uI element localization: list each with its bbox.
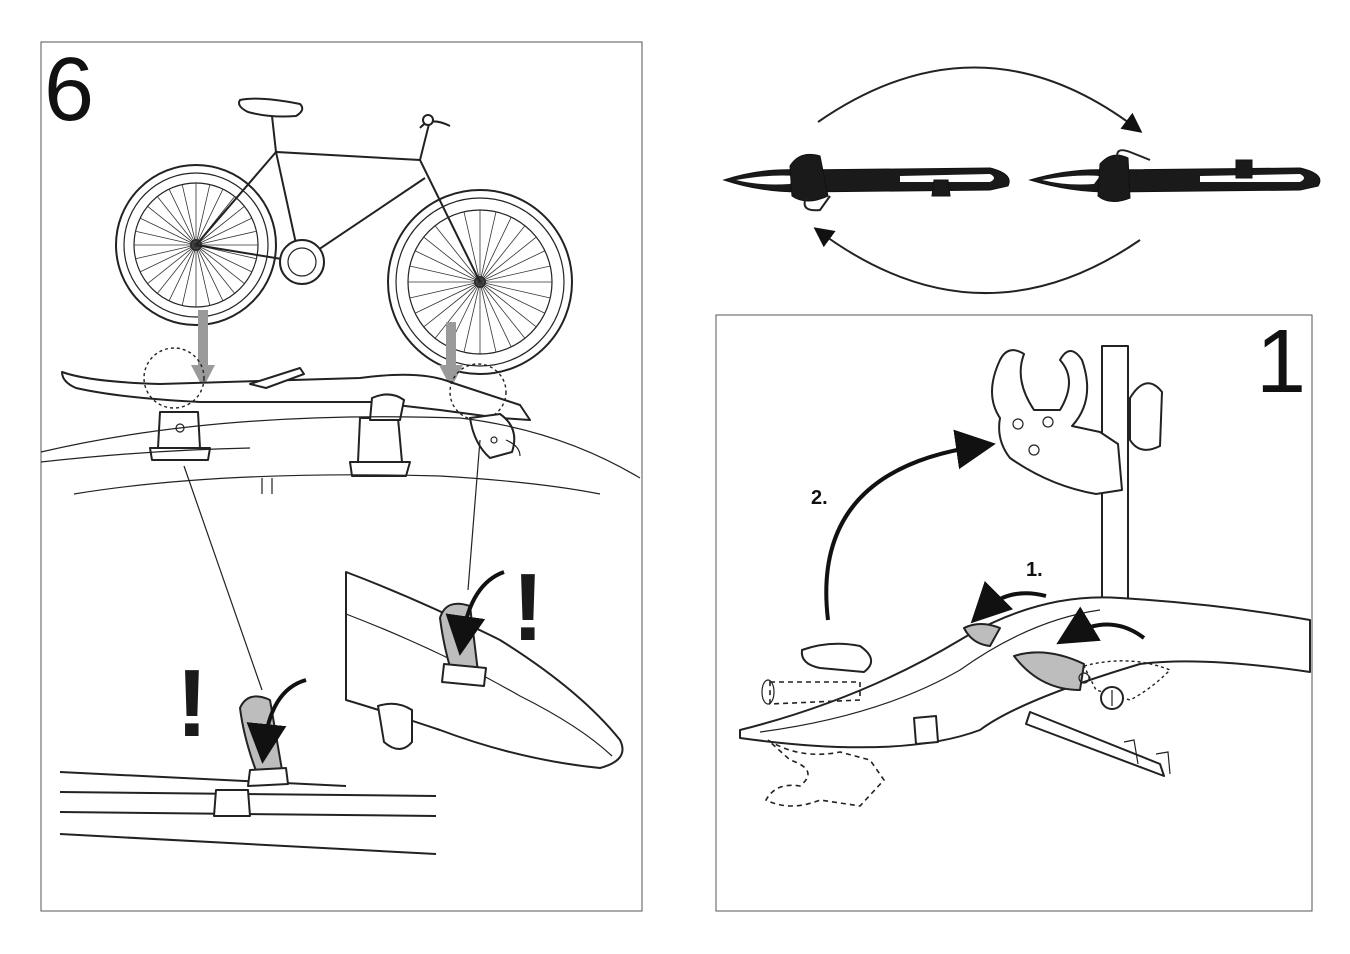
substep-2-label: 2. [811,487,828,509]
step-6-frame [41,42,642,911]
step-6-number: 6 [44,40,94,140]
carrier-silhouette-right [1030,150,1320,201]
warning-mark-front: ! [512,554,544,661]
rotate-arrow-top [818,67,1136,128]
rotate-carrier-diagram [724,67,1320,293]
rotate-arrow-bottom [820,232,1140,293]
step-1-number: 1 [1256,312,1306,412]
carrier-silhouette-left [724,154,1009,210]
warning-mark-rear: ! [176,650,208,757]
step-1-panel: 1 2. 1. [716,312,1312,911]
substep-1-label: 1. [1026,559,1043,581]
step-6-panel: 6 [41,40,642,911]
